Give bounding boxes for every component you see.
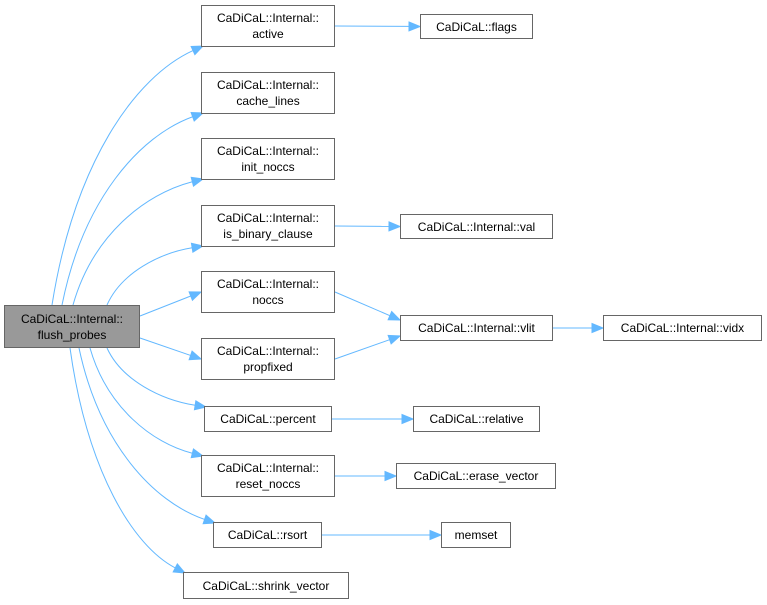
node-label-line2: cache_lines xyxy=(236,94,300,108)
node-label: CaDiCaL::shrink_vector xyxy=(202,578,330,593)
node-flags[interactable]: CaDiCaL::flags xyxy=(420,14,533,39)
node-rsort[interactable]: CaDiCaL::rsort xyxy=(213,522,322,548)
edge-flush_probes-to-cache_lines xyxy=(61,111,205,306)
node-vlit[interactable]: CaDiCaL::Internal::vlit xyxy=(400,315,553,341)
edge-flush_probes-to-active xyxy=(51,45,205,306)
node-label-line2: active xyxy=(252,27,284,41)
arrowhead xyxy=(388,221,402,232)
node-label-line1: CaDiCaL::Internal:: xyxy=(216,78,320,92)
node-label: CaDiCaL::Internal::vlit xyxy=(418,321,535,335)
node-label: CaDiCaL::flags xyxy=(436,19,517,34)
edge-is_binary_clause-to-val xyxy=(334,221,402,232)
node-label: CaDiCaL::rsort xyxy=(227,528,308,542)
node-label: CaDiCaL::relative xyxy=(429,412,524,426)
node-label-line2: init_noccs xyxy=(241,160,295,174)
node-relative[interactable]: CaDiCaL::relative xyxy=(413,406,540,432)
arrowhead xyxy=(188,350,203,361)
edge-flush_probes-to-propfixed xyxy=(139,337,203,361)
node-val[interactable]: CaDiCaL::Internal::val xyxy=(400,214,553,239)
node-cache-lines[interactable]: CaDiCaL::Internal:: cache_lines xyxy=(201,72,335,114)
edge-vlit-to-vidx xyxy=(553,322,605,334)
arrowhead xyxy=(401,413,415,425)
node-label-line1: CaDiCaL::Internal:: xyxy=(216,461,320,475)
node-label: CaDiCaL::Internal::vidx xyxy=(620,321,745,335)
node-percent[interactable]: CaDiCaL::percent xyxy=(204,406,332,432)
node-label: memset xyxy=(454,528,498,542)
arrowhead xyxy=(384,470,398,482)
node-propfixed[interactable]: CaDiCaL::Internal:: propfixed xyxy=(201,338,335,380)
arrowhead xyxy=(190,45,205,56)
node-label-line2: propfixed xyxy=(243,360,293,374)
node-label: CaDiCaL::Internal::val xyxy=(417,219,536,234)
node-label-line2: flush_probes xyxy=(37,327,107,342)
edge-rsort-to-memset xyxy=(322,529,443,541)
edge-flush_probes-to-percent xyxy=(106,347,208,411)
arrowhead xyxy=(429,529,443,541)
edge-noccs-to-vlit xyxy=(334,291,402,321)
node-active[interactable]: CaDiCaL::Internal:: active xyxy=(201,5,335,47)
node-label-line1: CaDiCaL::Internal:: xyxy=(20,311,124,326)
edge-reset_noccs-to-erase_vector xyxy=(335,470,398,482)
node-vidx[interactable]: CaDiCaL::Internal::vidx xyxy=(603,315,762,341)
node-is-binary-clause[interactable]: CaDiCaL::Internal:: is_binary_clause xyxy=(201,205,335,247)
arrowhead xyxy=(591,322,605,334)
edge-active-to-flags xyxy=(334,21,422,32)
node-label-line2: noccs xyxy=(252,293,284,307)
edge-percent-to-relative xyxy=(332,413,415,425)
node-label-line2: is_binary_clause xyxy=(223,227,313,241)
node-reset-noccs[interactable]: CaDiCaL::Internal:: reset_noccs xyxy=(201,455,335,497)
arrowhead xyxy=(190,111,205,122)
node-label-line2: reset_noccs xyxy=(235,477,301,491)
arrowhead xyxy=(193,400,208,411)
node-erase-vector[interactable]: CaDiCaL::erase_vector xyxy=(396,463,556,489)
arrowhead xyxy=(387,310,402,321)
edge-flush_probes-to-init_noccs xyxy=(72,176,205,306)
node-label-line1: CaDiCaL::Internal:: xyxy=(216,211,320,225)
node-label-line1: CaDiCaL::Internal:: xyxy=(216,277,320,291)
node-noccs[interactable]: CaDiCaL::Internal:: noccs xyxy=(201,271,335,313)
node-memset[interactable]: memset xyxy=(441,522,511,548)
node-shrink-vector[interactable]: CaDiCaL::shrink_vector xyxy=(183,572,349,599)
edge-propfixed-to-vlit xyxy=(334,334,402,360)
arrowhead xyxy=(202,514,217,525)
edge-flush_probes-to-shrink_vector xyxy=(69,347,187,574)
edge-flush_probes-to-is_binary_clause xyxy=(106,242,205,306)
node-label-line1: CaDiCaL::Internal:: xyxy=(216,11,320,25)
arrowhead xyxy=(408,21,422,32)
edge-flush_probes-to-noccs xyxy=(139,291,203,317)
arrowhead xyxy=(190,176,205,187)
arrowhead xyxy=(190,242,205,254)
arrowhead xyxy=(190,448,205,459)
arrowhead xyxy=(172,563,187,574)
node-label: CaDiCaL::percent xyxy=(220,412,316,426)
arrowhead xyxy=(188,291,203,302)
arrowhead xyxy=(387,334,402,345)
node-flush-probes: CaDiCaL::Internal:: flush_probes xyxy=(4,305,140,348)
edge-flush_probes-to-rsort xyxy=(78,347,217,525)
node-init-noccs[interactable]: CaDiCaL::Internal:: init_noccs xyxy=(201,138,335,180)
edge-flush_probes-to-reset_noccs xyxy=(89,347,205,459)
node-label-line1: CaDiCaL::Internal:: xyxy=(216,344,320,358)
node-label: CaDiCaL::erase_vector xyxy=(413,469,539,483)
node-label-line1: CaDiCaL::Internal:: xyxy=(216,144,320,158)
